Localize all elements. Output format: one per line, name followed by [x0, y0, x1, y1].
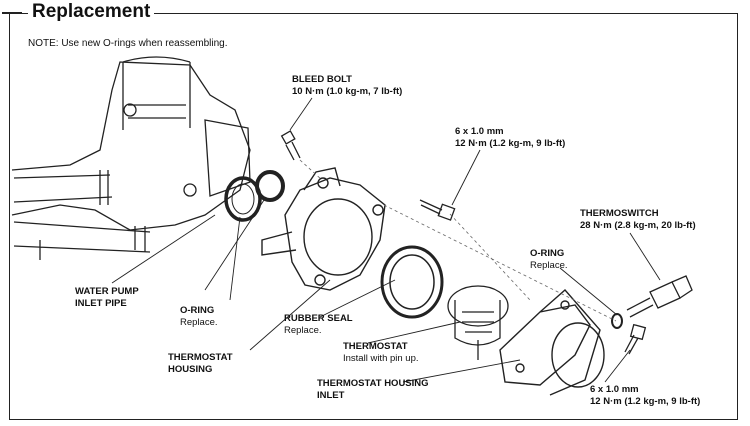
label-water-pump-inlet-pipe: WATER PUMP INLET PIPE [75, 286, 139, 309]
water-pump-line2: INLET PIPE [75, 297, 127, 309]
water-pump-line1: WATER PUMP [75, 286, 139, 297]
upper-pipe-band [128, 104, 186, 119]
o-ring-left-2 [255, 170, 285, 202]
rubber-seal-note: Replace. [284, 324, 322, 336]
bolt-upper-spec: 12 N·m (1.2 kg-m, 9 lb-ft) [455, 137, 566, 149]
small-hose-clamp [134, 226, 146, 252]
upper-pipe [122, 56, 191, 130]
thermoswitch [626, 275, 693, 318]
bolt-lower-spec: 12 N·m (1.2 kg-m, 9 lb-ft) [590, 395, 701, 407]
thermostat-note: Install with pin up. [343, 352, 419, 364]
label-thermostat-housing-inlet: THERMOSTAT HOUSING INLET [317, 378, 429, 401]
label-bolt-lower: 6 x 1.0 mm 12 N·m (1.2 kg-m, 9 lb-ft) [590, 384, 700, 407]
bolt-upper-size: 6 x 1.0 mm [455, 126, 504, 137]
pump-outlet-face [204, 119, 251, 197]
rubber-seal-name: RUBBER SEAL [284, 313, 353, 324]
inlet-pipe-hose [13, 174, 113, 203]
label-o-ring-left: O-RING Replace. [180, 305, 218, 328]
o-ring-right-note: Replace. [530, 259, 568, 271]
thermostat-name: THERMOSTAT [343, 341, 408, 352]
o-ring-left-note: Replace. [180, 316, 218, 328]
thermostat-housing-line1: THERMOSTAT [168, 352, 233, 363]
bolt-lower [624, 323, 647, 355]
label-o-ring-right: O-RING Replace. [530, 248, 568, 271]
thermoswitch-name: THERMOSWITCH [580, 208, 659, 219]
bleed-bolt-spec: 10 N·m (1.0 kg-m, 7 lb-ft) [292, 85, 403, 97]
o-ring-right [611, 313, 623, 329]
assembly-axis [299, 159, 617, 322]
hose-clamp [99, 170, 109, 205]
label-rubber-seal: RUBBER SEAL Replace. [284, 313, 353, 336]
label-thermostat-housing: THERMOSTAT HOUSING [168, 352, 233, 375]
thermostat [447, 285, 509, 360]
thermoswitch-spec: 28 N·m (2.8 kg-m, 20 lb-ft) [580, 219, 696, 231]
housing-inlet-line1: THERMOSTAT HOUSING [317, 378, 429, 389]
lower-hose [13, 221, 151, 260]
section-heading: Replacement [28, 0, 155, 24]
bolt-upper [419, 199, 456, 221]
leader-lines [111, 97, 661, 383]
bolt-lower-size: 6 x 1.0 mm [590, 384, 639, 395]
bleed-bolt [280, 130, 301, 161]
label-thermoswitch: THERMOSWITCH 28 N·m (2.8 kg-m, 20 lb-ft) [580, 208, 696, 231]
heading-rule [2, 12, 22, 14]
bleed-bolt-name: BLEED BOLT [292, 74, 352, 85]
o-ring-right-name: O-RING [530, 248, 565, 259]
o-ring-left-name: O-RING [180, 305, 215, 316]
engine-block-outline [11, 61, 251, 231]
diagram-frame [9, 13, 738, 420]
label-thermostat: THERMOSTAT Install with pin up. [343, 341, 419, 364]
o-ring-left [224, 176, 262, 222]
flange-bolt-a [123, 103, 137, 117]
thermostat-housing-inlet [499, 289, 605, 396]
thermostat-housing [261, 167, 386, 291]
flange-bolt-b [183, 183, 197, 197]
housing-inlet-line2: INLET [317, 389, 345, 401]
label-bolt-upper: 6 x 1.0 mm 12 N·m (1.2 kg-m, 9 lb-ft) [455, 126, 565, 149]
label-bleed-bolt: BLEED BOLT 10 N·m (1.0 kg-m, 7 lb-ft) [292, 74, 402, 97]
reassembly-note: NOTE: Use new O-rings when reassembling. [28, 38, 228, 49]
thermostat-housing-line2: HOUSING [168, 363, 213, 375]
